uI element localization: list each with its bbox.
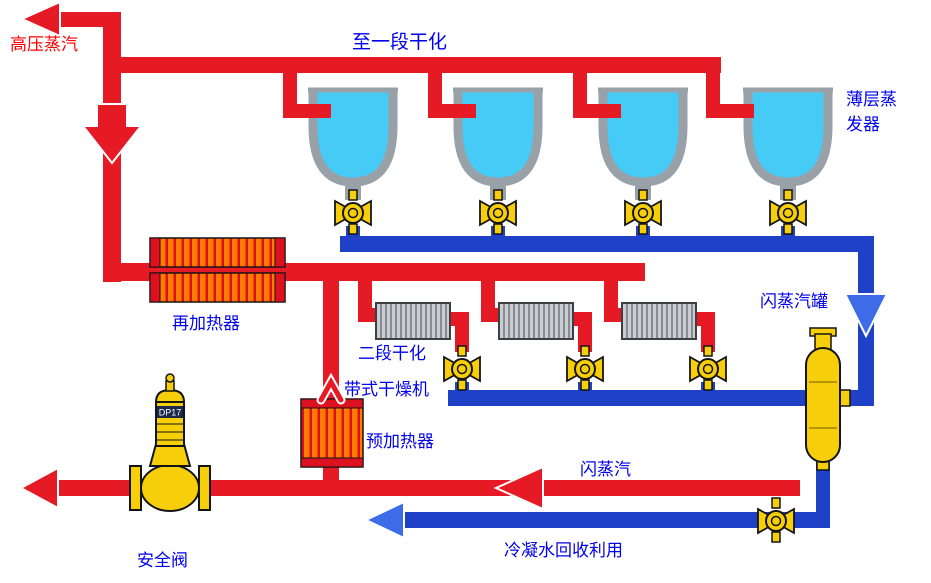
pipe-evap-feed-3	[573, 104, 621, 118]
label-condensate-recovery: 冷凝水回收利用	[504, 541, 623, 560]
flow-arrow-left-icon	[363, 500, 405, 540]
pipe-condensate-return-line	[384, 512, 830, 528]
label-flash-steam-tank: 闪蒸汽罐	[760, 292, 828, 311]
flow-chevron-up-icon	[316, 372, 346, 405]
label-safety-valve: 安全阀	[137, 551, 188, 570]
evaporator-4	[743, 90, 833, 200]
steam-trap-evap-4	[769, 189, 807, 235]
dryer-section-3	[621, 302, 697, 340]
flash-steam-tank	[805, 327, 851, 471]
steam-piping	[48, 12, 800, 496]
steam-trap-evap-2	[479, 189, 517, 235]
pipe-condensate-header-lower	[448, 390, 874, 406]
flow-arrow-down-icon	[843, 293, 889, 339]
pipe-dryer-outlet-1	[455, 312, 469, 352]
steam-trap-dryer-1	[443, 345, 481, 391]
belt-dryer-sections	[375, 302, 697, 340]
label-flash-steam: 闪蒸汽	[580, 460, 631, 479]
dryer-section-1	[375, 302, 451, 340]
steam-trap-dryer-3	[689, 345, 727, 391]
reheater-unit	[149, 237, 286, 303]
label-reheater: 再加热器	[172, 314, 240, 333]
label-thin-layer-evaporator: 薄层蒸发器	[846, 90, 897, 134]
label-second-stage-drying: 二段干化	[358, 344, 426, 363]
dryer-section-2	[498, 302, 574, 340]
pipe-dryer-outlet-2	[578, 312, 592, 352]
preheater-unit	[300, 398, 364, 468]
label-preheater: 预加热器	[366, 432, 434, 451]
pipe-condensate-header-top	[340, 236, 874, 252]
pipe-hp-steam-inlet	[48, 12, 110, 27]
safety-valve-assembly: DP17	[129, 373, 211, 512]
flow-arrow-down-icon	[80, 103, 144, 165]
pipe-dryer-outlet-3	[701, 312, 715, 352]
steam-trap-evap-3	[624, 189, 662, 235]
steam-trap-dryer-2	[566, 345, 604, 391]
label-high-pressure-steam: 高压蒸汽	[10, 35, 78, 54]
steam-flow-arrows	[18, 0, 544, 511]
pipe-evap-feed-2	[428, 104, 476, 118]
valve-model-label: DP17	[159, 408, 182, 418]
pipe-evap-feed-1	[283, 104, 331, 118]
steam-trap-evap-1	[334, 189, 372, 235]
flow-arrow-left-icon	[19, 0, 61, 38]
steam-trap-tank-outlet	[757, 497, 795, 543]
flow-arrow-left-icon	[493, 465, 544, 511]
flow-arrow-left-icon	[18, 466, 59, 510]
pipe-flash-steam-line	[52, 480, 800, 496]
pipe-tank-bottom-stem	[816, 462, 830, 520]
pipe-steam-header-top	[103, 57, 721, 73]
pipe-evap-feed-4	[706, 104, 754, 118]
label-belt-dryer: 带式干燥机	[344, 380, 429, 399]
condensate-flow-arrows	[363, 293, 889, 540]
label-to-first-stage-drying: 至一段干化	[352, 32, 448, 53]
thin-layer-evaporators	[308, 90, 833, 200]
